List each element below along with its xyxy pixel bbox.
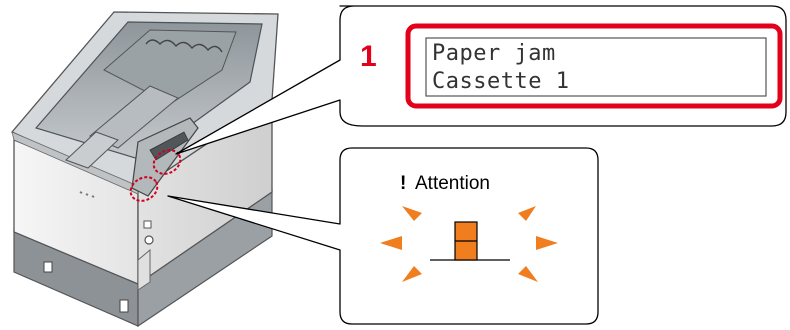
highlight-frame <box>405 23 783 109</box>
lcd-screen <box>425 37 767 97</box>
attention-label: Attention <box>415 173 490 194</box>
attention-callout: ! Attention <box>167 147 599 325</box>
attention-indicator-blinking-icon <box>380 206 558 282</box>
step-number: 1 <box>360 40 377 73</box>
lcd-line-2: Cassette 1 <box>432 69 569 94</box>
printer-illustration <box>10 11 279 328</box>
display-callout: 1 Paper jam Cassette 1 <box>175 5 787 155</box>
exclamation-icon: ! <box>400 173 406 194</box>
lcd-line-1: Paper jam <box>432 41 556 66</box>
